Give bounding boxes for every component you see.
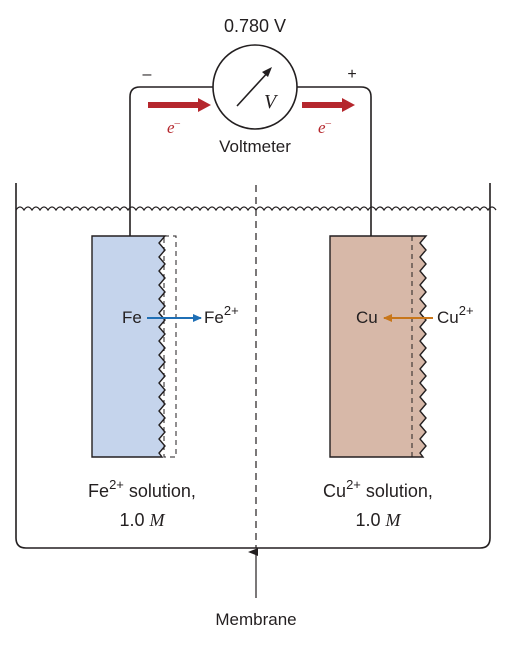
cu-metal-label: Cu bbox=[356, 308, 378, 327]
voltmeter-label: Voltmeter bbox=[219, 137, 291, 156]
cu-concentration-label: 1.0 M bbox=[355, 510, 401, 530]
cu-electrode bbox=[329, 235, 428, 458]
fe-concentration-label: 1.0 M bbox=[119, 510, 165, 530]
cu-ion-label: Cu2+ bbox=[437, 303, 474, 327]
electron-label-left: e– bbox=[167, 117, 181, 137]
electron-arrow-right bbox=[302, 98, 355, 112]
membrane-label: Membrane bbox=[215, 610, 296, 629]
fe-interface-bracket bbox=[163, 235, 177, 458]
cu-solution-label: Cu2+ solution, bbox=[323, 477, 433, 501]
negative-terminal: – bbox=[143, 66, 152, 83]
fe-solution-label: Fe2+ solution, bbox=[88, 477, 196, 501]
electron-label-right: e– bbox=[318, 117, 332, 137]
voltmeter-needle-head bbox=[262, 67, 272, 77]
wire-left bbox=[129, 86, 213, 236]
voltmeter-symbol: V bbox=[264, 91, 279, 113]
fe-ion-label: Fe2+ bbox=[204, 303, 239, 327]
voltage-reading: 0.780 V bbox=[224, 16, 286, 36]
fe-electrode bbox=[91, 235, 167, 458]
wire-right bbox=[297, 86, 372, 236]
voltmeter-needle bbox=[236, 69, 271, 107]
fe-metal-label: Fe bbox=[122, 308, 142, 327]
positive-terminal: + bbox=[347, 66, 356, 83]
electron-arrow-left bbox=[148, 98, 211, 112]
